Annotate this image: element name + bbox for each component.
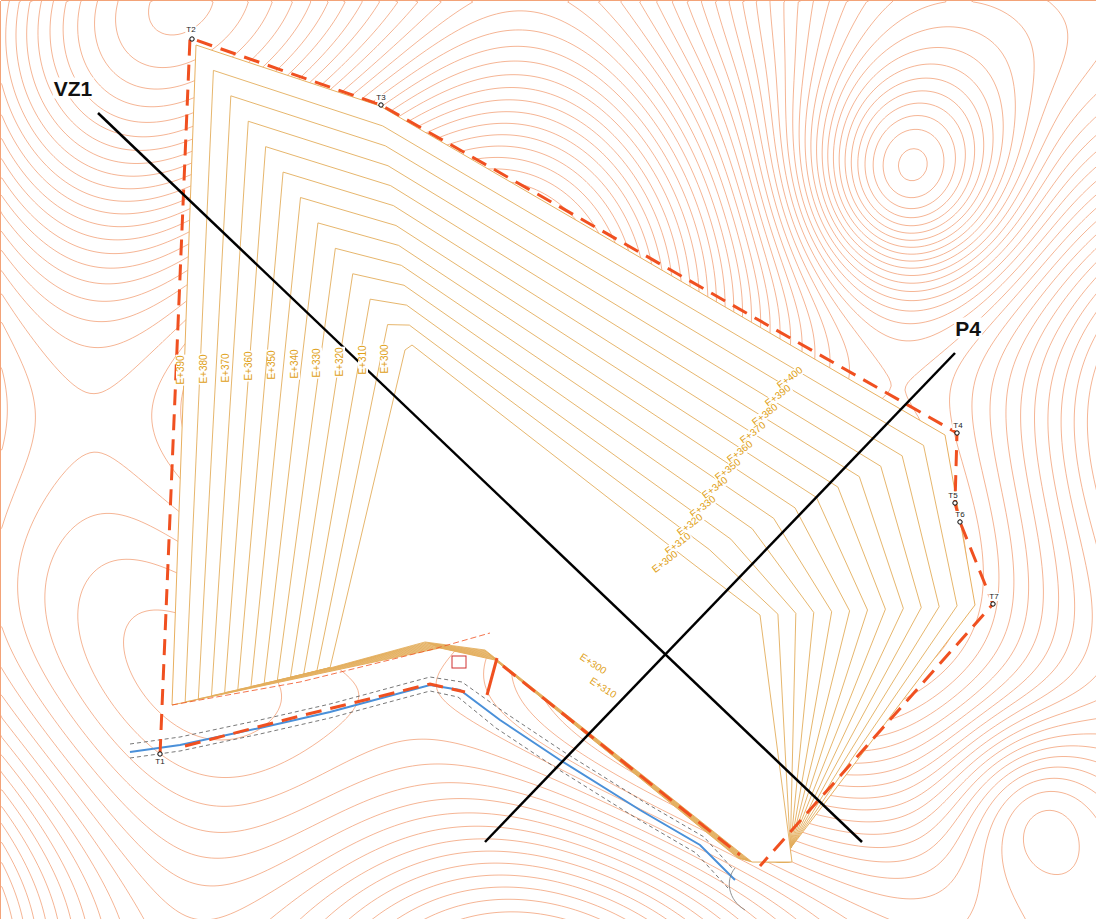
terrace-line bbox=[304, 299, 796, 862]
survey-point bbox=[958, 520, 962, 524]
contour-line bbox=[851, 78, 983, 233]
point-label: T3 bbox=[375, 94, 386, 102]
survey-points bbox=[158, 37, 995, 756]
contour-line bbox=[865, 103, 965, 218]
contour-line bbox=[898, 149, 927, 181]
contour-label: E+340 bbox=[290, 348, 300, 379]
section-lines bbox=[98, 113, 955, 842]
terrace-line bbox=[251, 198, 868, 863]
contour-line bbox=[883, 129, 944, 197]
point-label: T2 bbox=[185, 26, 196, 34]
survey-point bbox=[158, 752, 162, 756]
point-label: T1 bbox=[154, 758, 165, 766]
section-label: P4 bbox=[954, 318, 982, 339]
boundary-line bbox=[160, 38, 993, 866]
contour-label: E+380 bbox=[199, 353, 209, 384]
contour-label: E+370 bbox=[221, 352, 231, 383]
boundary-line bbox=[503, 666, 740, 855]
terrace-line bbox=[238, 172, 886, 862]
road-edge bbox=[130, 677, 732, 868]
boundary-line bbox=[487, 658, 497, 695]
survey-point bbox=[379, 103, 383, 107]
contour-label: E+320 bbox=[335, 346, 345, 377]
road bbox=[130, 656, 745, 910]
survey-point bbox=[991, 602, 995, 606]
section-line bbox=[98, 113, 862, 842]
contour-label: E+350 bbox=[267, 350, 277, 381]
point-label: T4 bbox=[952, 422, 963, 430]
contour-label: E+360 bbox=[244, 351, 254, 382]
contour-label: E+310 bbox=[358, 345, 368, 376]
contour-line bbox=[873, 116, 955, 209]
contour-line bbox=[845, 64, 993, 240]
section-line bbox=[485, 353, 955, 842]
pit-rim bbox=[172, 45, 975, 862]
boundary-line bbox=[185, 684, 465, 746]
road-edge bbox=[729, 868, 745, 910]
contour-line bbox=[822, 0, 1068, 268]
point-label: T5 bbox=[947, 492, 958, 500]
contour-line bbox=[0, 0, 1096, 862]
contour-line bbox=[858, 91, 975, 226]
contour-line bbox=[839, 47, 1003, 247]
terrace-line bbox=[317, 325, 791, 862]
structure-symbol bbox=[452, 656, 466, 668]
section-label: VZ1 bbox=[53, 78, 94, 99]
contour-line bbox=[811, 0, 1096, 283]
contour-label: E+310 bbox=[587, 675, 619, 700]
contour-label: E+390 bbox=[176, 354, 186, 385]
contour-line bbox=[799, 0, 1096, 301]
survey-point bbox=[955, 431, 959, 435]
survey-point bbox=[190, 37, 194, 41]
contour-label: E+330 bbox=[312, 347, 322, 378]
contour-label: E+300 bbox=[380, 344, 390, 375]
terrace-line bbox=[185, 70, 957, 862]
point-label: T7 bbox=[988, 593, 999, 601]
site-boundary bbox=[160, 38, 993, 866]
survey-point bbox=[953, 501, 957, 505]
contour-label: E+300 bbox=[577, 651, 609, 676]
contour-line bbox=[828, 0, 1034, 261]
stream-line bbox=[130, 685, 735, 880]
boundary-line bbox=[172, 633, 490, 705]
pit-terraces bbox=[172, 45, 975, 862]
contour-line bbox=[817, 0, 1096, 275]
road-edge bbox=[130, 691, 728, 888]
terrace-line bbox=[225, 147, 904, 862]
contour-line bbox=[0, 0, 1096, 899]
terrace-line bbox=[212, 121, 922, 862]
terrace-line bbox=[330, 345, 792, 862]
contour-line bbox=[805, 0, 1096, 291]
point-label: T6 bbox=[954, 511, 965, 519]
contour-line bbox=[833, 27, 1015, 254]
